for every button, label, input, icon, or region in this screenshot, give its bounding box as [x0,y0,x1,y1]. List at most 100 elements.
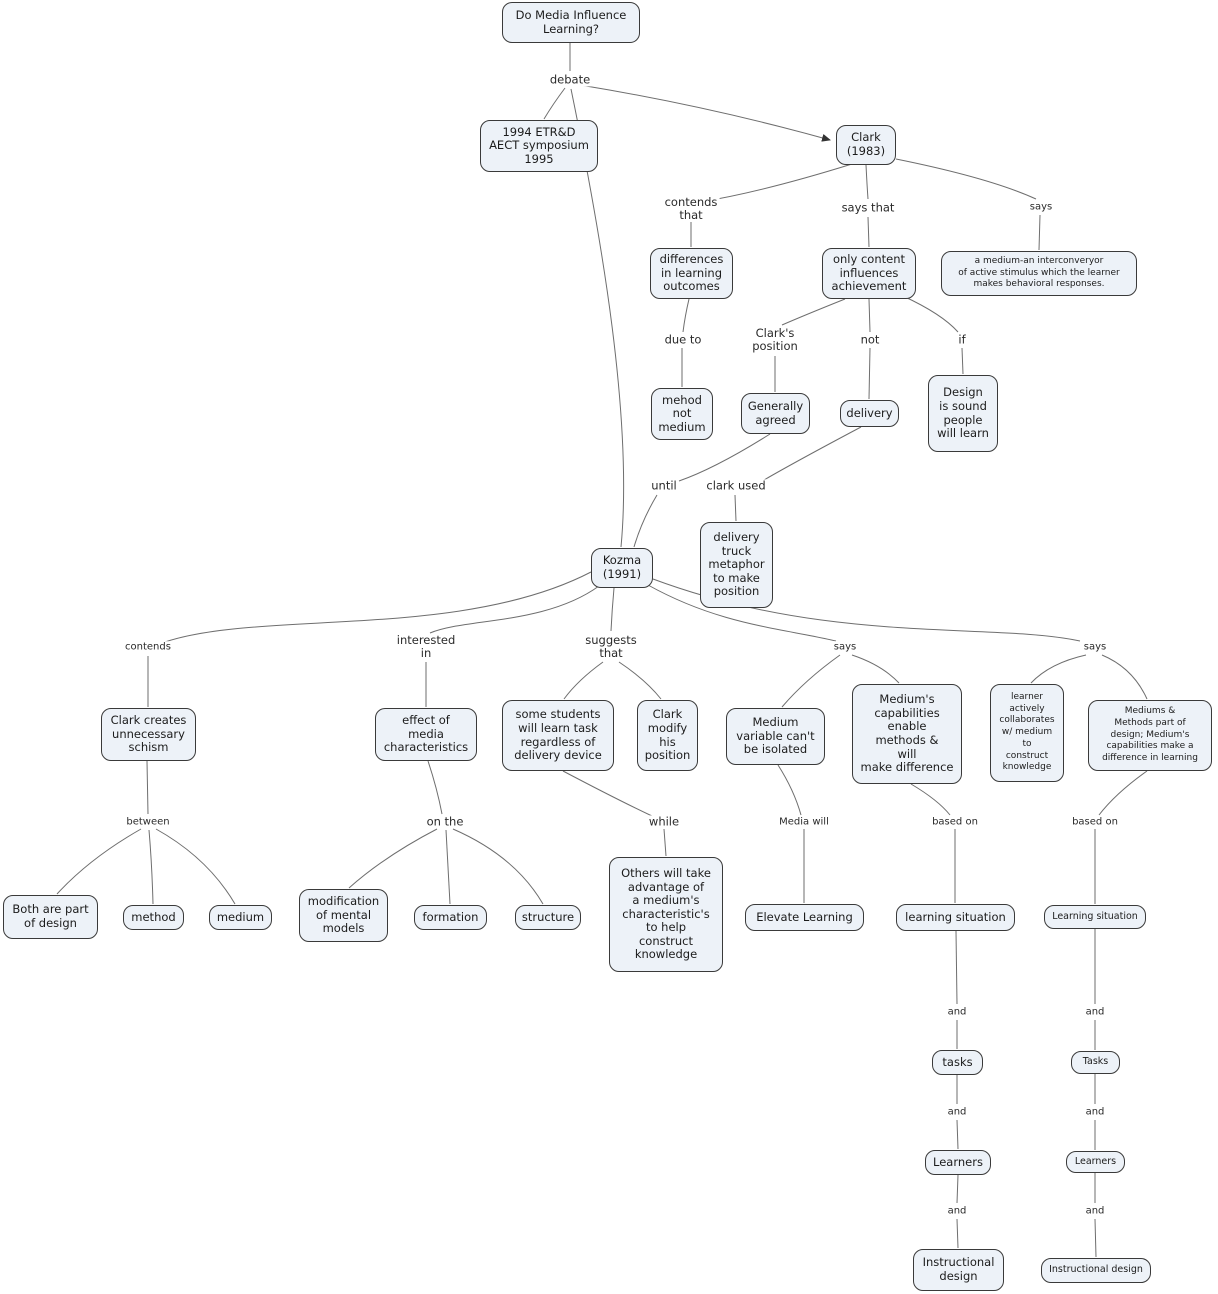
edge-not-to-delivery [868,347,871,400]
link-label-contends: contends [123,641,173,653]
node-instructional-design-a[interactable]: Instructional design [913,1249,1004,1291]
node-medium[interactable]: medium [209,905,272,930]
node-clark-1983[interactable]: Clark (1983) [836,125,896,165]
link-label-contends-that: contends that [662,194,720,223]
link-label-says-2: says [831,641,859,653]
node-root-question[interactable]: Do Media Influence Learning? [502,2,640,43]
edge-between-to-both-part [56,828,142,895]
link-label-says-3: says [1081,641,1109,653]
edge-until-to-kozma [633,494,658,548]
link-label-until: until [649,478,679,493]
node-modification[interactable]: modification of mental models [299,889,388,942]
node-elevate-learning[interactable]: Elevate Learning [745,904,864,931]
node-clark-modify[interactable]: Clark modify his position [637,700,698,771]
node-tasks-a[interactable]: tasks [932,1050,983,1075]
edge-while-to-others-advantage [663,828,667,857]
link-label-and-2: and [1083,1006,1107,1018]
edge-generally-agreed-to-until [678,433,771,482]
node-medium-variable[interactable]: Medium variable can't be isolated [726,708,825,765]
node-structure[interactable]: structure [515,905,581,930]
edge-and-to-learners-a [956,1119,959,1150]
node-mediums-methods[interactable]: Mediums & Methods part of design; Medium… [1088,700,1212,771]
node-learning-situation-b[interactable]: Learning situation [1044,905,1146,929]
node-tasks-b[interactable]: Tasks [1071,1051,1120,1074]
node-learning-situation-a[interactable]: learning situation [896,904,1015,931]
edge-mediums-capabilities-to-based-on [910,783,951,816]
link-label-and-4: and [1083,1106,1107,1118]
node-kozma-1991[interactable]: Kozma (1991) [591,548,653,588]
link-label-says-that: says that [839,200,897,215]
node-medium-conveyor[interactable]: a medium-an interconveryor of active sti… [941,251,1137,296]
link-label-debate: debate [547,72,593,87]
node-both-part[interactable]: Both are part of design [3,895,98,939]
node-design-sound[interactable]: Design is sound people will learn [928,375,998,452]
node-clark-schism[interactable]: Clark creates unnecessary schism [101,708,196,761]
edge-delivery-to-clark-used [763,426,862,481]
link-label-while: while [646,814,682,829]
node-formation[interactable]: formation [414,905,487,930]
node-method[interactable]: method [123,905,184,930]
link-label-not: not [858,332,882,347]
link-label-interested-in: interested in [394,632,458,661]
node-effect-media[interactable]: effect of media characteristics [375,708,477,761]
link-label-and-6: and [1083,1205,1107,1217]
node-mediums-capabilities[interactable]: Medium's capabilities enable methods & w… [852,684,962,784]
edge-only-content-to-clarks-position [781,298,846,326]
edge-on-the-to-structure [452,828,544,905]
edge-clark-schism-to-between [146,760,149,815]
link-label-based-on-1: based on [930,816,980,828]
edge-suggests-that-to-some-students [563,661,604,700]
link-label-based-on-2: based on [1070,816,1120,828]
link-label-due-to: due to [662,332,704,347]
edge-says-2-to-mediums-capabilities [851,654,900,684]
edge-mediums-methods-to-based-on [1098,770,1148,816]
node-generally-agreed[interactable]: Generally agreed [741,393,810,434]
edge-kozma-to-contends [164,571,592,643]
edge-says-3-to-mediums-methods [1101,654,1148,700]
link-label-between: between [124,816,172,828]
edge-clark-to-contends-that [699,163,853,203]
edge-says-2-to-medium-variable [781,654,841,708]
link-label-media-will: Media will [777,816,831,828]
link-label-if: if [956,332,968,347]
link-label-on-the: on the [424,814,466,829]
node-only-content[interactable]: only content influences achievement [822,248,916,299]
edge-suggests-that-to-clark-modify [618,661,662,700]
node-learners-a[interactable]: Learners [925,1150,991,1175]
edge-on-the-to-modification [348,828,438,889]
node-delivery-truck[interactable]: delivery truck metaphor to make position [700,522,773,608]
link-label-says-1: says [1027,201,1055,213]
edge-clark-to-says-that [865,164,869,200]
link-label-suggests-that: suggests that [583,632,639,661]
edge-differences-to-due-to [682,298,690,333]
node-delivery[interactable]: delivery [840,400,899,427]
edge-effect-media-to-on-the [427,760,443,815]
edge-kozma-to-suggests-that [610,587,615,632]
edge-learning-situation-a-to-and [955,930,958,1005]
edge-debate-to-symposium [543,87,566,120]
node-some-students[interactable]: some students will learn task regardless… [502,700,614,771]
edge-says-that-to-only-content [867,216,870,248]
edge-on-the-to-formation [445,829,451,905]
link-label-clarks-position: Clark's position [750,325,800,354]
edge-says-to-medium-conveyor [1038,214,1041,251]
edge-between-to-medium [155,828,236,905]
edge-between-to-method [148,829,154,905]
node-others-advantage[interactable]: Others will take advantage of a medium's… [609,857,723,972]
link-label-and-5: and [945,1205,969,1217]
node-symposium[interactable]: 1994 ETR&D AECT symposium 1995 [480,120,598,172]
node-learners-b[interactable]: Learners [1066,1151,1125,1173]
node-instructional-design-b[interactable]: Instructional design [1041,1258,1151,1283]
node-learner-collaborates[interactable]: learner actively collaborates w/ medium … [990,684,1064,782]
edge-some-students-to-while [562,770,653,817]
edge-only-content-to-not [868,298,871,333]
edge-clark-used-to-delivery-truck [734,494,737,522]
node-differences[interactable]: differences in learning outcomes [650,248,733,299]
edge-debate-to-clark-1983 [579,84,831,142]
link-label-and-1: and [945,1006,969,1018]
node-mehod-not-medium[interactable]: mehod not medium [651,388,713,440]
link-label-clark-used: clark used [704,478,768,493]
edge-only-content-to-if [902,295,959,333]
edge-and-to-instructional-design-a [956,1218,959,1249]
